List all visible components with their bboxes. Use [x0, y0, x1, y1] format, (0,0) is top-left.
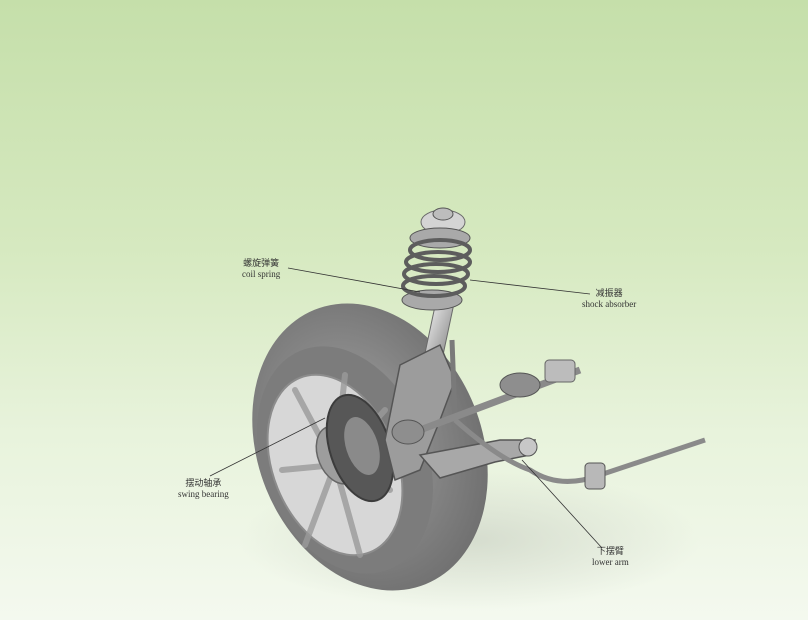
label-swing-bearing-cn: 摆动轴承	[185, 478, 222, 488]
coil-spring	[401, 238, 472, 298]
leader-swing-bearing	[209, 417, 326, 477]
label-lower-arm-cn: 下摆臂	[596, 546, 624, 556]
label-lower-arm-en: lower arm	[592, 557, 629, 567]
label-coil-spring: 螺旋弹簧 coil spring	[242, 258, 280, 280]
leader-shock-absorber	[469, 279, 591, 295]
steering-knuckle	[384, 343, 456, 482]
stabilizer-bushing	[584, 462, 606, 490]
label-coil-spring-cn: 螺旋弹簧	[243, 258, 280, 268]
brake-disc-inner	[344, 417, 380, 475]
leader-lower-arm	[521, 459, 603, 549]
label-shock-absorber-en: shock absorber	[582, 299, 637, 309]
diff-flange	[544, 359, 576, 383]
lower-arm-bushing	[518, 437, 538, 457]
leader-coil-spring	[287, 267, 421, 293]
label-coil-spring-en: coil spring	[242, 269, 281, 279]
stabilizer-bar	[453, 418, 706, 484]
label-swing-bearing-en: swing bearing	[178, 489, 229, 499]
cv-boot-outer	[391, 419, 425, 445]
label-shock-absorber: 减振器 shock absorber	[582, 288, 636, 310]
stabilizer-link	[449, 339, 458, 421]
label-swing-bearing: 摆动轴承 swing bearing	[178, 478, 229, 500]
label-shock-absorber-cn: 减振器	[595, 288, 623, 298]
leader-lines	[209, 267, 603, 549]
drive-shaft	[391, 359, 582, 445]
cv-boot-inner	[499, 372, 541, 398]
strut-top-cap	[432, 207, 454, 221]
label-lower-arm: 下摆臂 lower arm	[592, 546, 629, 568]
